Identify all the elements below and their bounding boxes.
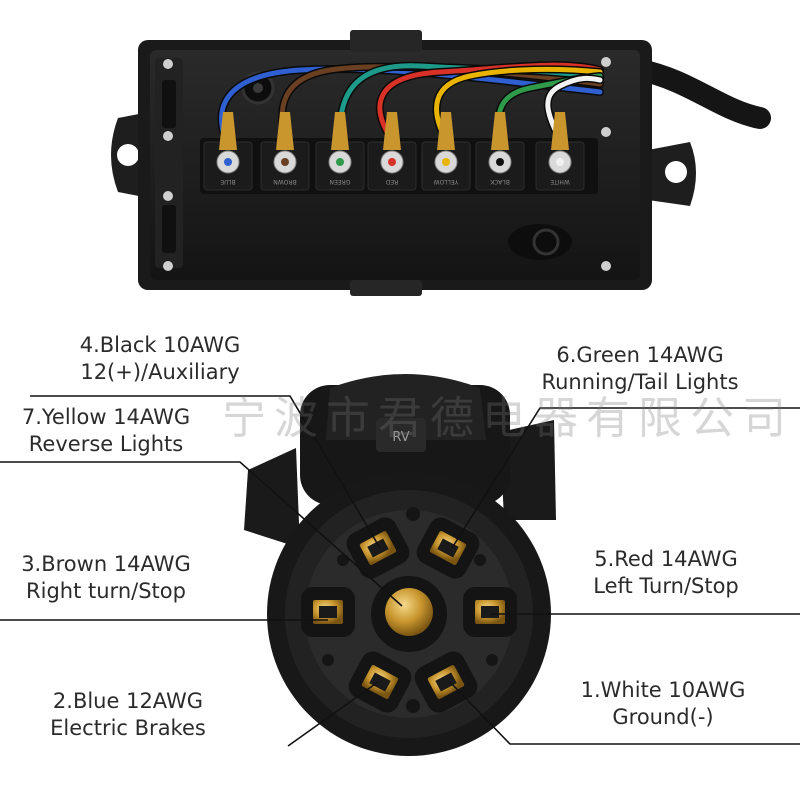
terminal-color-dot [556,158,564,166]
ring-lug [437,112,455,150]
terminal-color-dot [496,158,504,166]
contact-slot [319,606,337,618]
pin-label-line2: Right turn/Stop [26,579,186,603]
wire [545,75,603,143]
wire [377,62,603,143]
pin-label-line1: 6.Green 14AWG [556,343,724,367]
terminal-label: BLUE [220,178,236,185]
pin-label-line1: 7.Yellow 14AWG [21,405,191,429]
pin-label-line1: 2.Blue 12AWG [52,689,204,713]
pin-label-blue-brakes: 2.Blue 12AWG Electric Brakes [38,688,218,742]
pin-label-brown-right: 3.Brown 14AWG Right turn/Stop [8,551,204,605]
pin-label-line2: Electric Brakes [50,716,206,740]
leader-line [287,681,379,747]
pin-label-white-ground: 1.White 10AWG Ground(-) [566,677,760,731]
pin-label-line2: Left Turn/Stop [593,574,739,598]
pin-label-line2: Running/Tail Lights [541,370,739,394]
ring-lug [331,112,349,150]
terminal-label: BROWN [273,178,296,185]
connector-sockets [301,517,517,713]
wire [434,66,603,143]
pin-label-line2: Reverse Lights [28,432,184,456]
terminal-label: GREEN [330,178,351,185]
pin-label-line1: 5.Red 14AWG [594,547,738,571]
leader-line [449,681,800,745]
contact-slot [367,538,389,558]
terminal-label: BLACK [489,178,510,185]
ring-lug [491,112,509,150]
terminal-color-dot [224,158,232,166]
box-wires [217,61,604,149]
terminal-color-dot [388,158,396,166]
terminal-color-dot [281,158,289,166]
contact-slot [435,672,457,692]
pin-label-line1: 1.White 10AWG [580,678,746,702]
contact-slot [437,538,459,558]
ring-lug [276,112,294,150]
terminal-label: RED [385,178,398,185]
terminal-label: WHITE [550,178,570,185]
terminal-strip: BLUE BROWN GREEN RED YELLOW BLACK WHITE [203,112,585,191]
pin-label-line2: 12(+)/Auxiliary [80,360,240,384]
pin-label-green-tail: 6.Green 14AWG Running/Tail Lights [530,342,750,396]
leader-line [0,461,403,607]
ring-lug [551,112,569,150]
watermark-text: 宁波市君德电器有限公司 [222,393,794,444]
center-pin [385,588,433,636]
leader-lines [0,395,800,747]
wire [279,64,603,143]
housing-marking: RV [392,430,409,445]
leader-line [451,407,800,549]
pin-label-black-aux: 4.Black 10AWG 12(+)/Auxiliary [58,332,262,386]
ring-lug [383,112,401,150]
leader-line [30,395,381,549]
terminal-color-dot [442,158,450,166]
ring-lug [219,112,237,150]
pin-label-line1: 4.Black 10AWG [79,333,241,357]
pin-label-line1: 3.Brown 14AWG [21,552,191,576]
contact-slot [369,672,391,692]
pin-label-red-left: 5.Red 14AWG Left Turn/Stop [578,546,754,600]
contact-slot [481,606,499,618]
terminal-color-dot [336,158,344,166]
pin-label-yellow-reverse: 7.Yellow 14AWG Reverse Lights [8,404,204,458]
terminal-label: YELLOW [434,178,460,185]
pin-label-line2: Ground(-) [612,705,714,729]
